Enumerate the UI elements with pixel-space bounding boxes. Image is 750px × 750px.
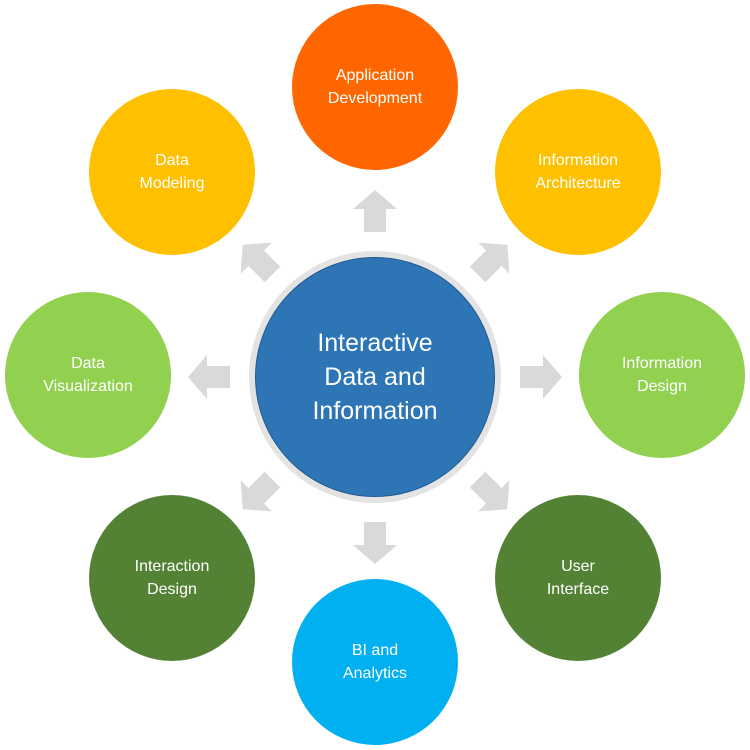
node-application-development: Application Development xyxy=(292,4,458,170)
node-information-architecture: Information Architecture xyxy=(495,89,661,255)
arrow-up-left xyxy=(240,242,281,283)
arrow-up-left-shape xyxy=(240,242,281,283)
arrow-down-left-shape xyxy=(240,471,281,512)
arrow-right xyxy=(520,355,562,399)
center-node-ring: Interactive Data and Information xyxy=(249,251,501,503)
arrow-down-right xyxy=(469,471,510,512)
node-user-interface: User Interface xyxy=(495,495,661,661)
node-information-design: Information Design xyxy=(579,292,745,458)
node-bi-and-analytics: BI and Analytics xyxy=(292,579,458,745)
node-data-modeling: Data Modeling xyxy=(89,89,255,255)
arrow-up xyxy=(353,190,397,232)
node-data-visualization: Data Visualization xyxy=(5,292,171,458)
arrow-down-left xyxy=(240,471,281,512)
arrow-down xyxy=(353,522,397,564)
arrow-right-shape xyxy=(520,355,562,399)
center-node: Interactive Data and Information xyxy=(255,257,495,497)
arrow-down-shape xyxy=(353,522,397,564)
arrow-down-right-shape xyxy=(469,471,510,512)
arrow-up-shape xyxy=(353,190,397,232)
arrow-up-right-shape xyxy=(469,242,510,283)
arrow-up-right xyxy=(469,242,510,283)
node-interaction-design: Interaction Design xyxy=(89,495,255,661)
arrow-left xyxy=(188,355,230,399)
arrow-left-shape xyxy=(188,355,230,399)
